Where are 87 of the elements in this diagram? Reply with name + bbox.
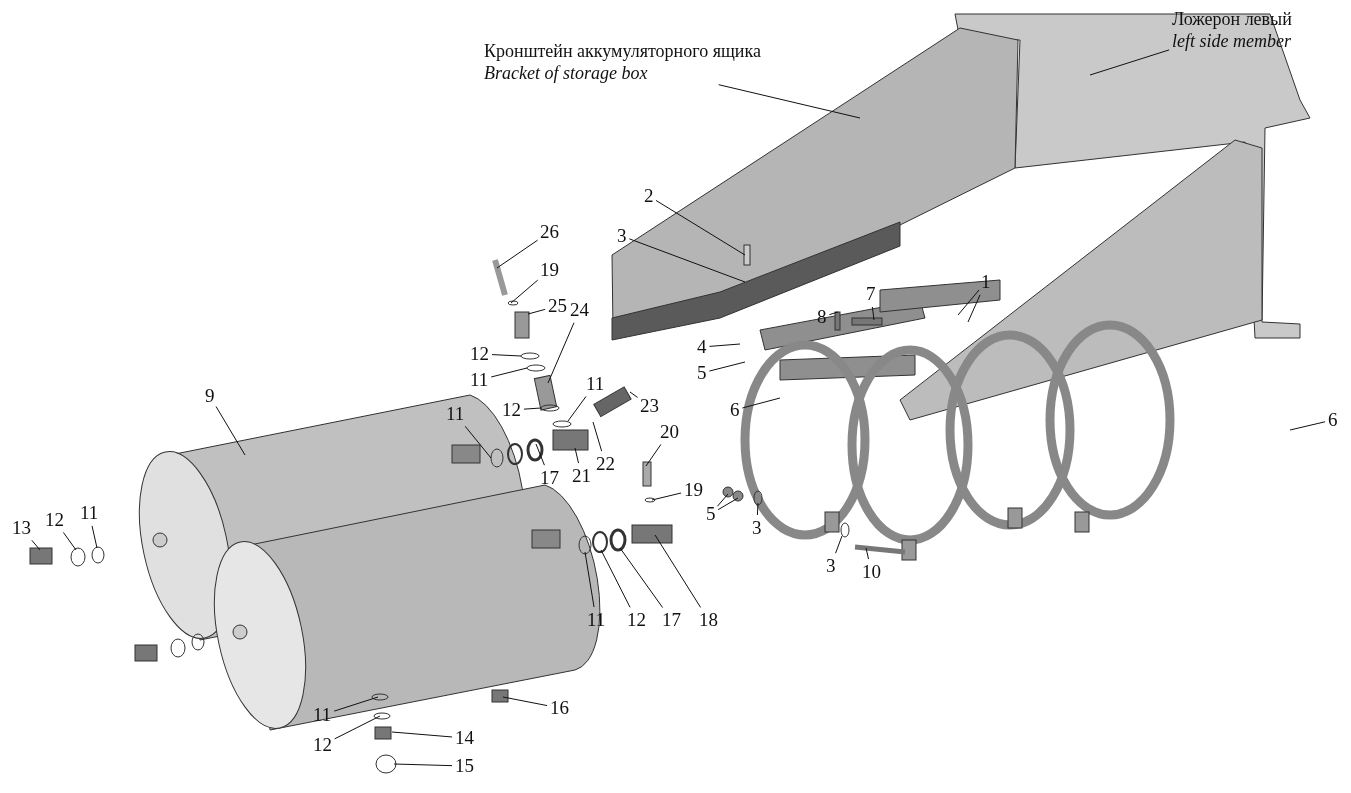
callout-number: 24 xyxy=(570,300,589,320)
callout-number: 23 xyxy=(640,396,659,416)
leader-line xyxy=(619,547,664,609)
callout-number: 22 xyxy=(596,454,615,474)
callout-number: 14 xyxy=(455,728,474,748)
leader-line xyxy=(527,308,546,315)
callout-number: 25 xyxy=(548,296,567,316)
leader-line xyxy=(708,361,746,372)
leader-line xyxy=(741,397,781,409)
callout-number: 26 xyxy=(540,222,559,242)
leader-line xyxy=(651,492,682,501)
callout-number: 11 xyxy=(587,610,606,630)
leader-line xyxy=(654,534,702,608)
callout-number: 20 xyxy=(660,422,679,442)
part-label: left side member xyxy=(1172,30,1292,52)
callout-number: 12 xyxy=(45,510,64,530)
callout-number: 5 xyxy=(706,504,716,524)
part-label: Кронштейн аккумуляторного ящика xyxy=(484,40,761,62)
leader-line xyxy=(502,696,548,707)
leader-line xyxy=(1089,49,1170,76)
callout-number: 11 xyxy=(446,404,465,424)
callout-number: 6 xyxy=(1328,410,1338,430)
callout-number: 17 xyxy=(662,610,681,630)
leader-line xyxy=(716,493,729,507)
leader-line xyxy=(464,425,492,459)
leader-line xyxy=(655,200,746,256)
callout-number: 11 xyxy=(586,374,605,394)
leader-line xyxy=(567,395,587,422)
leader-line xyxy=(865,547,870,560)
leader-line xyxy=(957,289,980,316)
callout-number: 11 xyxy=(80,503,99,523)
leader-line xyxy=(31,539,41,551)
leader-line xyxy=(718,84,861,119)
callout-number: 11 xyxy=(313,705,332,725)
callout-number: 17 xyxy=(540,468,559,488)
callout-number: 5 xyxy=(697,363,707,383)
leader-line xyxy=(393,763,453,767)
part-label: Bracket of storage box xyxy=(484,62,649,84)
callout-number: 3 xyxy=(826,556,836,576)
callout-number: 19 xyxy=(540,260,559,280)
leader-line xyxy=(871,306,875,321)
leader-line xyxy=(490,367,528,378)
callout-number: 16 xyxy=(550,698,569,718)
leader-line xyxy=(496,239,539,269)
leader-line xyxy=(600,549,631,608)
callout-number: 18 xyxy=(699,610,718,630)
leader-line xyxy=(523,407,542,410)
callout-number: 11 xyxy=(470,370,489,390)
callout-number: 15 xyxy=(455,756,474,776)
callout-number: 2 xyxy=(644,186,654,206)
callout-number: 6 xyxy=(730,400,740,420)
leader-line xyxy=(334,715,381,740)
callout-number: 3 xyxy=(617,226,627,246)
leader-line xyxy=(756,502,759,516)
callout-number: 12 xyxy=(470,344,489,364)
callout-number: 19 xyxy=(684,480,703,500)
callout-number: 13 xyxy=(12,518,31,538)
leader-line xyxy=(584,551,595,608)
leader-line xyxy=(592,421,603,452)
callout-number: 9 xyxy=(205,386,215,406)
callout-number: 7 xyxy=(866,284,876,304)
leader-line xyxy=(967,294,981,323)
part-label: Ложерон левый xyxy=(1172,8,1292,30)
leader-line xyxy=(717,497,739,511)
leader-line xyxy=(91,525,98,549)
leader-line xyxy=(547,322,575,384)
callout-number: 4 xyxy=(697,337,707,357)
leader-line xyxy=(574,447,579,464)
leader-line xyxy=(1289,421,1326,431)
leader-line xyxy=(645,443,662,467)
leader-line xyxy=(333,696,379,712)
leader-line xyxy=(629,391,639,398)
callout-number: 21 xyxy=(572,466,591,486)
leader-line xyxy=(391,731,453,738)
leader-line xyxy=(215,406,246,456)
leader-line xyxy=(709,343,741,347)
leader-line xyxy=(828,311,839,316)
callout-number: 12 xyxy=(502,400,521,420)
callout-number: 3 xyxy=(752,518,762,538)
leader-line xyxy=(535,443,545,466)
callout-number: 10 xyxy=(862,562,881,582)
leader-line xyxy=(835,535,843,554)
callout-number: 12 xyxy=(627,610,646,630)
leader-line xyxy=(491,354,522,357)
leader-line xyxy=(510,279,539,304)
callout-number: 12 xyxy=(313,735,332,755)
leader-line xyxy=(62,531,77,551)
